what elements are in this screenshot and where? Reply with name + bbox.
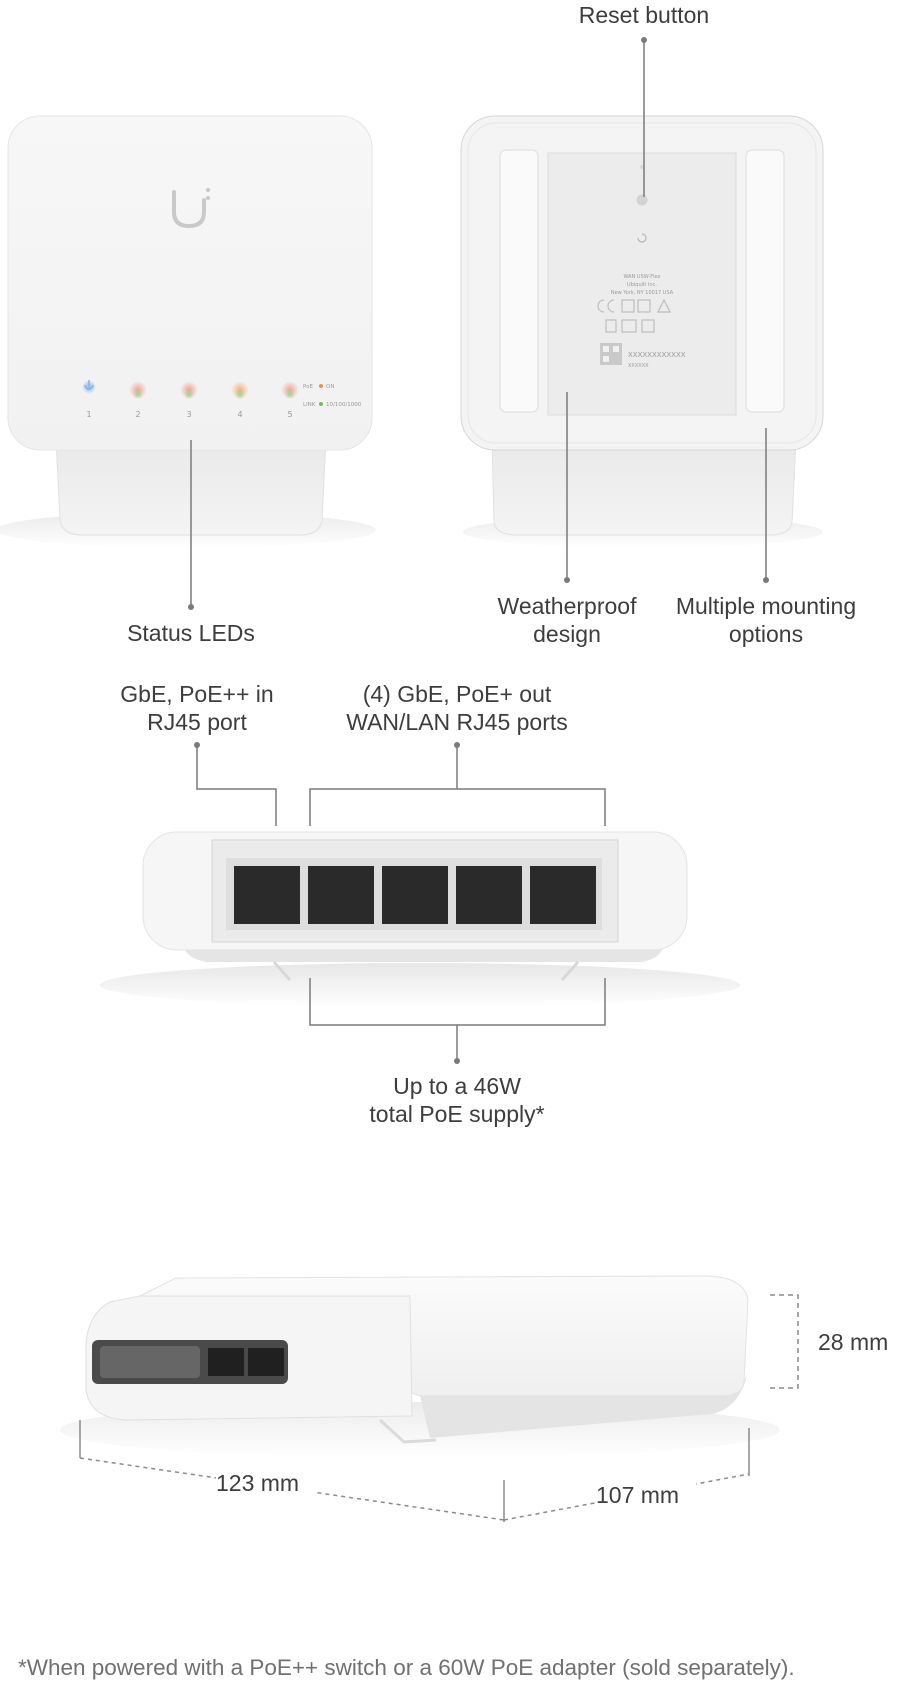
poe-out-text-line2: WAN/LAN RJ45 ports xyxy=(346,709,568,735)
poe-supply-label: Up to a 46W total PoE supply* xyxy=(347,1072,567,1128)
height-dimension-text: 28 mm xyxy=(818,1329,889,1355)
weatherproof-text-line1: Weatherproof xyxy=(497,593,637,619)
led-legend-link: LINK xyxy=(303,402,316,408)
mounting-text-line2: options xyxy=(728,621,804,647)
front-view-switch: 1 2 3 4 5 PoE ON LINK 10/100/1000 xyxy=(0,115,376,548)
mounting-options-label: Multiple mounting options xyxy=(656,592,876,648)
poe-supply-text-line1: Up to a 46W xyxy=(393,1073,521,1099)
status-leds-text: Status LEDs xyxy=(127,620,255,646)
reset-button-label: Reset button xyxy=(544,1,744,29)
back-label-line1: WAN USW-Flex xyxy=(623,274,660,280)
callout-lines xyxy=(190,40,767,1061)
led-1-glow xyxy=(82,380,96,394)
led-label-2: 2 xyxy=(135,410,140,419)
poe-out-label: (4) GbE, PoE+ out WAN/LAN RJ45 ports xyxy=(327,680,587,736)
rj45-ports xyxy=(234,866,596,924)
reset-button xyxy=(636,194,648,206)
depth-dimension-text: 107 mm xyxy=(596,1482,680,1508)
mount-rail-left xyxy=(499,149,539,413)
poe-out-text-line1: (4) GbE, PoE+ out xyxy=(362,681,552,707)
led-label-1: 1 xyxy=(86,410,91,419)
mount-rail-right xyxy=(745,149,785,413)
back-label-line3: New York, NY 10017 USA xyxy=(611,290,674,296)
reset-icon xyxy=(637,233,647,243)
dim-side-surface xyxy=(420,1372,748,1438)
mounting-text-line1: Multiple mounting xyxy=(675,593,857,619)
depth-dimension-label: 107 mm xyxy=(596,1481,696,1509)
dimension-view-switch xyxy=(60,1275,780,1458)
back-view-switch: WAN USW-Flex Ubiquiti Inc. New York, NY … xyxy=(460,115,824,548)
rj45-port-2 xyxy=(308,866,374,924)
front-body xyxy=(7,115,373,451)
ubiquiti-logo-icon xyxy=(172,190,206,229)
weatherproof-text-line2: design xyxy=(533,621,601,647)
rj45-port-1 xyxy=(234,866,300,924)
poe-in-text-line2: RJ45 port xyxy=(147,709,247,735)
callout-dots xyxy=(188,37,769,1064)
reset-button-text: Reset button xyxy=(578,2,710,28)
poe-supply-text-line2: total PoE supply* xyxy=(369,1101,545,1127)
poe-in-text-line1: GbE, PoE++ in xyxy=(120,681,274,707)
height-dimension-label: 28 mm xyxy=(818,1328,898,1356)
led-label-3: 3 xyxy=(186,410,191,419)
led-legend-on: ON xyxy=(326,384,334,390)
width-dimension-text: 123 mm xyxy=(216,1470,300,1496)
certification-marks-icon xyxy=(597,298,671,333)
led-legend-speed: 10/100/1000 xyxy=(326,402,362,408)
weatherproof-label: Weatherproof design xyxy=(467,592,667,648)
rj45-port-3 xyxy=(382,866,448,924)
back-label-code: XXXXXX xyxy=(628,363,649,369)
back-label-serial: XXXXXXXXXXXX xyxy=(628,351,686,359)
power-icon xyxy=(84,384,94,390)
led-label-4: 4 xyxy=(237,410,242,419)
status-leds-label: Status LEDs xyxy=(91,619,291,647)
led-label-5: 5 xyxy=(287,410,292,419)
footnote: *When powered with a PoE++ switch or a 6… xyxy=(18,1655,795,1680)
width-dimension-label: 123 mm xyxy=(216,1469,316,1497)
port-view-switch xyxy=(100,831,740,1007)
back-label-line2: Ubiquiti Inc. xyxy=(627,282,657,288)
dimension-lines xyxy=(79,1294,799,1522)
led-legend-poe: PoE xyxy=(303,384,313,390)
poe-in-label: GbE, PoE++ in RJ45 port xyxy=(97,680,297,736)
rj45-port-5 xyxy=(530,866,596,924)
back-stand xyxy=(491,439,797,536)
rj45-port-4 xyxy=(456,866,522,924)
